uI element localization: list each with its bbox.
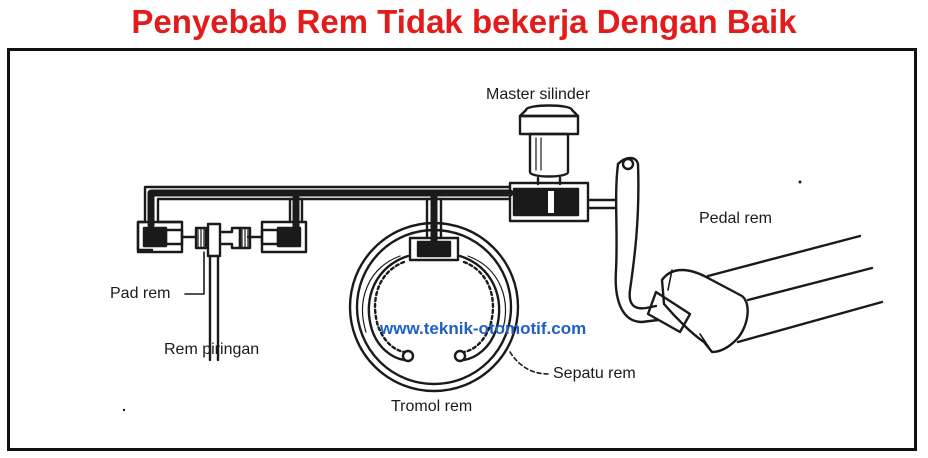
pad-leader-line xyxy=(184,251,205,295)
pedal-pad xyxy=(646,290,692,334)
pedal-pivot xyxy=(621,157,635,171)
page-title: Penyebab Rem Tidak bekerja Dengan Baik xyxy=(131,3,797,40)
main-line-fluid xyxy=(147,189,514,229)
master-cylinder-body xyxy=(508,181,590,223)
main-brake-line-inner xyxy=(156,197,512,224)
right-shoe-pin xyxy=(453,349,467,363)
label-master-cylinder: Master silinder xyxy=(486,86,591,103)
driver-leg xyxy=(706,234,884,344)
left-brake-pad xyxy=(194,226,208,250)
label-brake-pad: Pad rem xyxy=(110,285,171,302)
drum-branch-line xyxy=(425,197,443,240)
wheel-cylinder xyxy=(408,236,460,262)
push-rod xyxy=(586,198,618,210)
left-brake-shoe xyxy=(367,254,410,362)
speck xyxy=(798,180,802,184)
brake-drum-outer xyxy=(348,221,520,393)
shoe-leader-line xyxy=(509,351,549,375)
brake-drum-inner xyxy=(355,228,513,386)
right-piston xyxy=(260,228,280,246)
master-reservoir xyxy=(528,132,570,178)
disc-rotor xyxy=(206,222,222,258)
diagram-frame xyxy=(7,48,917,451)
disc-branch-line xyxy=(288,197,304,224)
driver-shoe xyxy=(660,268,749,354)
left-piston xyxy=(164,228,184,246)
pedal-arm xyxy=(616,156,658,310)
label-brake-shoe: Sepatu rem xyxy=(553,365,636,382)
left-shoe-pin xyxy=(401,349,415,363)
disc-hub xyxy=(218,226,242,250)
disc-shaft xyxy=(208,254,220,362)
speck xyxy=(122,408,126,412)
master-reservoir-cap xyxy=(518,114,580,136)
label-drum-brake: Tromol rem xyxy=(391,398,473,415)
label-brake-pedal: Pedal rem xyxy=(699,210,772,227)
label-disc-brake: Rem piringan xyxy=(164,341,260,358)
watermark-url: www.teknik-otomotif.com xyxy=(380,319,587,338)
right-brake-shoe xyxy=(458,254,501,362)
